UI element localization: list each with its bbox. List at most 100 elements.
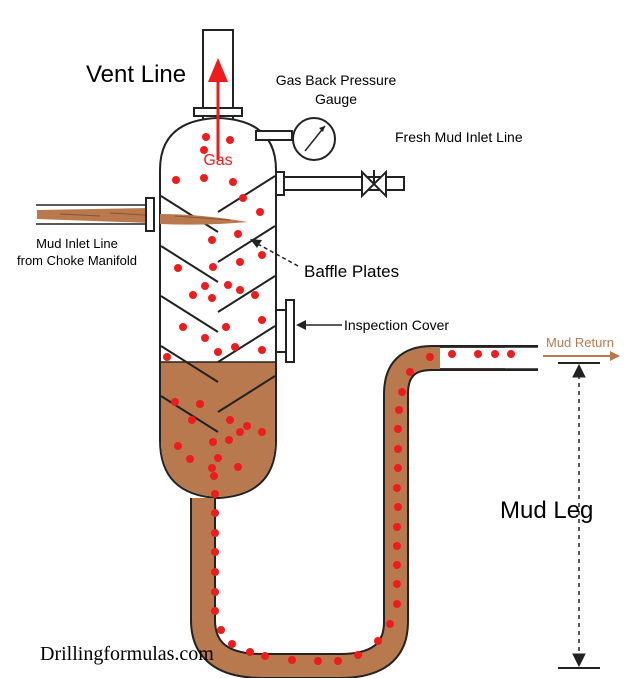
mud-leg-dimension	[558, 362, 600, 669]
gas-label: Gas	[203, 152, 232, 169]
gas-bubble	[256, 208, 264, 216]
gas-bubble	[210, 472, 218, 480]
gas-bubble	[258, 316, 266, 324]
gas-bubble	[163, 353, 171, 361]
gas-bubble	[211, 568, 219, 576]
gas-bubble	[491, 350, 499, 358]
gas-bubble	[209, 438, 217, 446]
gas-bubble	[251, 291, 259, 299]
gas-bubble	[406, 368, 414, 376]
gas-bubble	[507, 350, 515, 358]
gas-bubble	[208, 294, 216, 302]
gas-bubble	[261, 652, 269, 660]
fresh-mud-inlet-line	[275, 169, 405, 199]
gas-bubble	[374, 637, 382, 645]
gas-bubble	[201, 282, 209, 290]
gas-bubble	[217, 626, 225, 634]
gas-bubble	[211, 548, 219, 556]
gas-bubble	[211, 529, 219, 537]
baffle-plates	[160, 175, 276, 433]
gas-bubble	[208, 464, 216, 472]
gas-bubble	[236, 258, 244, 266]
gas-bubble	[288, 656, 296, 664]
gauge-label-line2: Gauge	[315, 91, 357, 107]
gas-bubble	[393, 580, 401, 588]
mud-return-label: Mud Return	[546, 335, 614, 350]
gas-bubble	[394, 464, 402, 472]
gas-bubble	[214, 454, 222, 462]
gas-bubble	[209, 263, 217, 271]
baffle-plates-pointer	[250, 239, 299, 267]
gas-bubble	[393, 523, 401, 531]
gas-bubble	[239, 194, 247, 202]
gas-bubble	[386, 620, 394, 628]
gas-bubble	[246, 648, 254, 656]
gas-bubble	[234, 463, 242, 471]
gas-bubble	[211, 490, 219, 498]
gas-bubble	[258, 346, 266, 354]
gas-bubble	[214, 348, 222, 356]
gas-bubble	[196, 400, 204, 408]
vent-line-label: Vent Line	[86, 61, 186, 88]
gas-bubble	[188, 416, 196, 424]
gas-bubble	[189, 291, 197, 299]
gas-bubble	[354, 651, 362, 659]
gas-bubble	[200, 174, 208, 182]
gas-bubble	[225, 436, 233, 444]
gas-bubble	[228, 640, 236, 648]
gas-back-pressure-gauge	[255, 117, 336, 161]
vessel-mud-fill	[161, 362, 275, 497]
gas-bubble	[393, 600, 401, 608]
gas-bubble	[201, 334, 209, 342]
vent-gas-arrow	[208, 58, 228, 160]
gas-bubble	[395, 406, 403, 414]
gas-bubble	[211, 509, 219, 517]
gas-bubble	[172, 176, 180, 184]
gas-bubble	[393, 484, 401, 492]
gas-bubble	[394, 425, 402, 433]
gas-bubble	[234, 230, 242, 238]
mud-leg-label: Mud Leg	[500, 497, 593, 524]
gas-bubble	[226, 416, 234, 424]
gas-bubble	[174, 264, 182, 272]
mud-leg-pipe	[190, 345, 540, 678]
inspection-cover-label: Inspection Cover	[344, 317, 449, 333]
watermark: Drillingformulas.com	[40, 643, 214, 665]
gas-bubble	[236, 286, 244, 294]
gas-bubble	[229, 178, 237, 186]
gas-bubble	[334, 657, 342, 665]
gas-bubble	[243, 422, 251, 430]
gas-bubble	[171, 398, 179, 406]
gas-bubble	[226, 136, 234, 144]
gas-bubble	[258, 251, 266, 259]
fresh-mud-inlet-label: Fresh Mud Inlet Line	[395, 129, 523, 145]
mud-inlet-label-line1: Mud Inlet Line	[36, 236, 118, 251]
gas-bubble	[448, 350, 456, 358]
gas-bubble	[174, 442, 182, 450]
gas-bubble	[426, 353, 434, 361]
gas-bubble	[236, 428, 244, 436]
gas-bubble	[202, 133, 210, 141]
gas-bubble	[314, 657, 322, 665]
inspection-cover	[275, 299, 295, 363]
inspection-cover-pointer	[296, 320, 342, 330]
gas-bubble	[224, 281, 232, 289]
gas-bubble	[211, 607, 219, 615]
gas-bubble	[393, 542, 401, 550]
gas-bubble	[186, 455, 194, 463]
gas-bubble	[208, 236, 216, 244]
gas-bubble	[474, 350, 482, 358]
gauge-label-line1: Gas Back Pressure	[276, 72, 397, 88]
gas-bubble	[258, 428, 266, 436]
gas-bubble	[211, 588, 219, 596]
gas-bubble	[398, 388, 406, 396]
gas-bubble	[200, 146, 208, 154]
mud-inlet-line	[36, 197, 248, 232]
gas-bubble	[394, 503, 402, 511]
gas-bubble	[231, 343, 239, 351]
gas-bubble	[222, 323, 230, 331]
baffle-plates-label: Baffle Plates	[304, 262, 399, 281]
mud-return-arrow	[543, 351, 620, 361]
gas-bubbles	[163, 133, 515, 665]
